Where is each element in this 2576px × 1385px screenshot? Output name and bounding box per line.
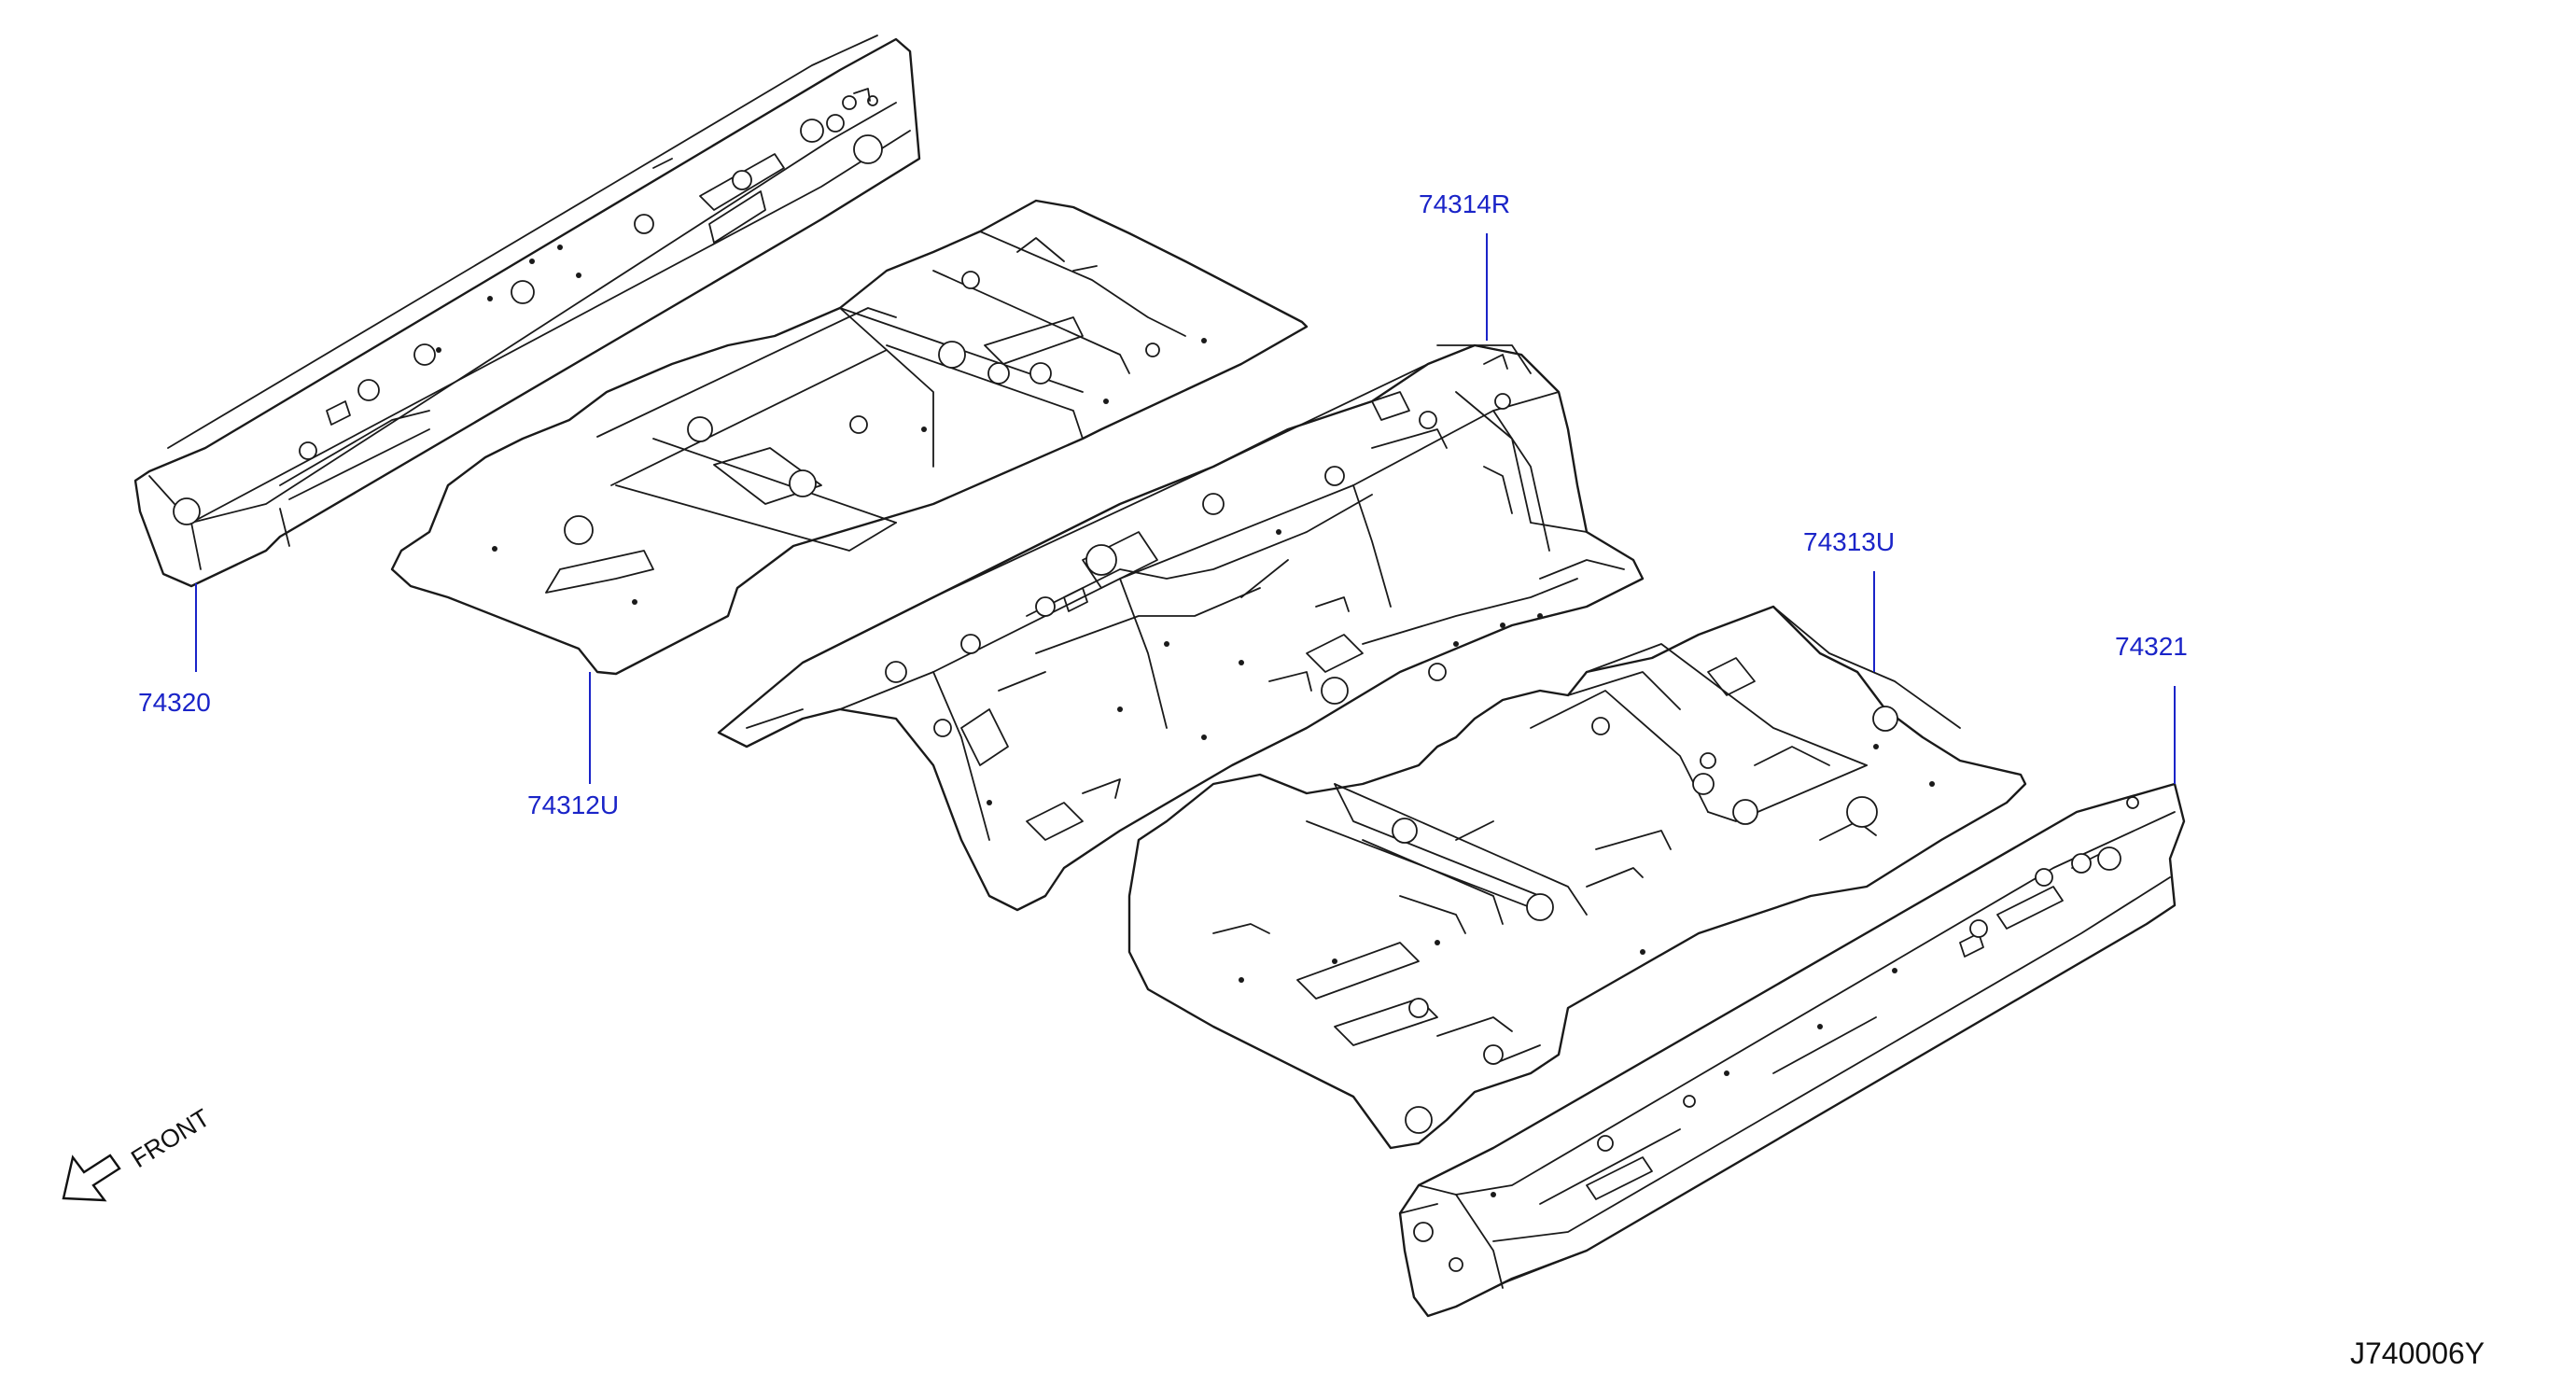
front-arrow-indicator: FRONT <box>62 1103 215 1202</box>
front-arrow-icon <box>62 1154 121 1202</box>
callout-74313u: 74313U <box>1803 527 1895 556</box>
part-74314r-center-floor[interactable] <box>717 343 1645 912</box>
callout-74320: 74320 <box>138 688 211 717</box>
part-74320-left-member[interactable] <box>133 35 921 588</box>
part-74312u-front-floor[interactable] <box>390 199 1309 676</box>
callout-74321: 74321 <box>2115 632 2188 661</box>
callout-74312u: 74312U <box>527 790 619 819</box>
front-label: FRONT <box>126 1103 215 1173</box>
part-74321-right-member[interactable] <box>1398 782 2186 1318</box>
figure-id: J740006Y <box>2350 1336 2485 1370</box>
part-74313u-rear-floor[interactable] <box>1127 605 2027 1150</box>
callout-74314r: 74314R <box>1419 189 1510 218</box>
